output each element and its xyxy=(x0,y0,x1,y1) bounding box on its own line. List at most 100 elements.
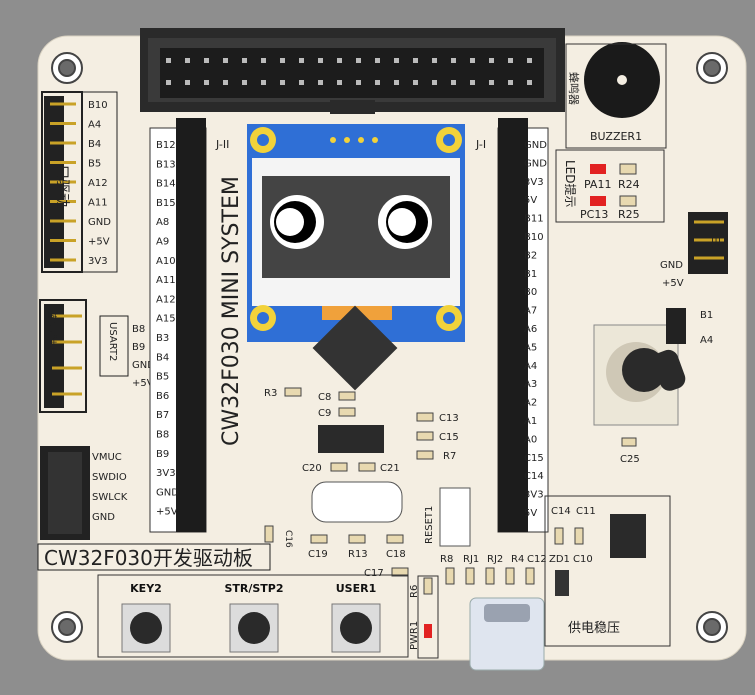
component-labels: R3 C8 C9 C13 C15 R7 C20 C21 C19 R13 C18 … xyxy=(264,388,640,650)
j2-label-17: 3V3 xyxy=(156,468,176,479)
j2-label-7: A11 xyxy=(156,275,176,286)
mounting-holes xyxy=(51,52,728,643)
tact-buttons: KEY2 STR/STP2 USER1 xyxy=(121,582,381,653)
label-c9: C9 xyxy=(318,408,331,419)
left-label-2: B4 xyxy=(88,139,101,150)
left-pin-header xyxy=(41,91,118,273)
label-c17: C17 xyxy=(364,568,384,579)
ec-label-b1: B1 xyxy=(700,310,713,321)
usart-label-1: B9 xyxy=(132,342,145,353)
j1-label-20: 5V xyxy=(524,508,537,519)
j2-label-10: B3 xyxy=(156,333,169,344)
label-r4: R4 xyxy=(511,554,524,565)
label-c25: C25 xyxy=(620,454,640,465)
left-label-8: 3V3 xyxy=(88,256,108,267)
label-c21: C21 xyxy=(380,463,400,474)
reset-switch xyxy=(439,487,471,547)
left-label-7: +5V xyxy=(88,237,110,248)
j2-label-19: +5V xyxy=(156,507,178,518)
mcu-chip xyxy=(312,305,398,391)
j1-label-4: B11 xyxy=(524,214,544,225)
led-pin-2: PC13 xyxy=(580,208,608,221)
led-pa11 xyxy=(590,164,606,174)
label-r7: R7 xyxy=(443,451,456,462)
label-r3: R3 xyxy=(264,388,277,399)
j1-label-15: A1 xyxy=(524,416,537,427)
power-zd1: ZD1 xyxy=(549,554,570,565)
j1-label-2: 3V3 xyxy=(524,177,544,188)
potentiometer xyxy=(593,324,686,426)
label-pwr: PWR1 xyxy=(409,621,420,650)
j2-label-8: A12 xyxy=(156,294,176,305)
label-reset: RESET1 xyxy=(424,506,435,544)
label-rj2: RJ2 xyxy=(487,554,503,565)
regulator xyxy=(610,514,646,558)
j1-header xyxy=(498,118,528,532)
usart-header xyxy=(39,299,129,413)
j2-label-6: A10 xyxy=(156,256,176,267)
led-pin-1: PA11 xyxy=(584,178,611,191)
j1-label-14: A2 xyxy=(524,398,537,409)
j2-label-1: B13 xyxy=(156,159,176,170)
buzzer-frame xyxy=(565,43,667,149)
usart-label-0: B8 xyxy=(132,324,145,335)
j1-label-8: B0 xyxy=(524,287,537,298)
ec-title: EC2 xyxy=(709,236,722,258)
label-c20: C20 xyxy=(302,463,322,474)
button-label-2: USER1 xyxy=(336,582,377,595)
j2-label-2: B14 xyxy=(156,179,176,190)
j1-label-6: B2 xyxy=(524,250,537,261)
j1-label-9: A7 xyxy=(524,306,537,317)
j2-label-3: B15 xyxy=(156,198,176,209)
led-res-2: R25 xyxy=(618,208,640,221)
j1-label-1: GND xyxy=(524,158,547,169)
j2-label-0: B12 xyxy=(156,140,176,151)
j2-label-15: B8 xyxy=(156,430,169,441)
buttons-frame xyxy=(97,574,409,658)
swd-label-3: GND xyxy=(92,512,115,523)
left-label-4: A12 xyxy=(88,178,108,189)
crystal xyxy=(311,481,403,523)
label-c16: C16 xyxy=(283,530,293,548)
zener-diode xyxy=(555,570,569,596)
j1-label-5: B10 xyxy=(524,232,544,243)
swd-header xyxy=(40,446,90,540)
j1-label-19: 3V3 xyxy=(524,490,544,501)
label-r8: R8 xyxy=(440,554,453,565)
left-header-title: 口驱动 xyxy=(54,165,70,207)
passives xyxy=(264,387,637,595)
j2-label-9: A15 xyxy=(156,314,176,325)
left-label-6: GND xyxy=(88,217,111,228)
led-title: LED提示 xyxy=(563,160,578,208)
label-rj1: RJ1 xyxy=(463,554,479,565)
button-label-0: KEY2 xyxy=(130,582,162,595)
left-label-1: A4 xyxy=(88,120,101,131)
j1-title: J-I xyxy=(475,138,486,151)
power-c10: C10 xyxy=(573,554,593,565)
button-label-1: STR/STP2 xyxy=(224,582,283,595)
label-c18: C18 xyxy=(386,549,406,560)
j2-header xyxy=(176,118,206,532)
power-title: 供电稳压 xyxy=(568,620,620,636)
j2-label-4: A8 xyxy=(156,217,169,228)
power-frame xyxy=(544,495,671,647)
usart-label-3: +5V xyxy=(132,378,154,389)
mini-system-label: CW32F030 MINI SYSTEM xyxy=(219,176,244,446)
ec-label-a4: A4 xyxy=(700,335,713,346)
left-label-3: B5 xyxy=(88,159,101,170)
ec-label-5v: +5V xyxy=(662,278,684,289)
usart-module-label: 蓝牙模块 xyxy=(45,310,57,350)
ic-small xyxy=(318,425,384,453)
j2-label-12: B5 xyxy=(156,372,169,383)
label-c15: C15 xyxy=(439,432,459,443)
buzzer-title: 蜂鸣器 xyxy=(567,72,581,105)
j2-label-16: B9 xyxy=(156,449,169,460)
label-r13: R13 xyxy=(348,549,368,560)
j1-label-12: A4 xyxy=(524,361,537,372)
swd-label-0: VMUC xyxy=(92,452,122,463)
label-c13: C13 xyxy=(439,413,459,424)
